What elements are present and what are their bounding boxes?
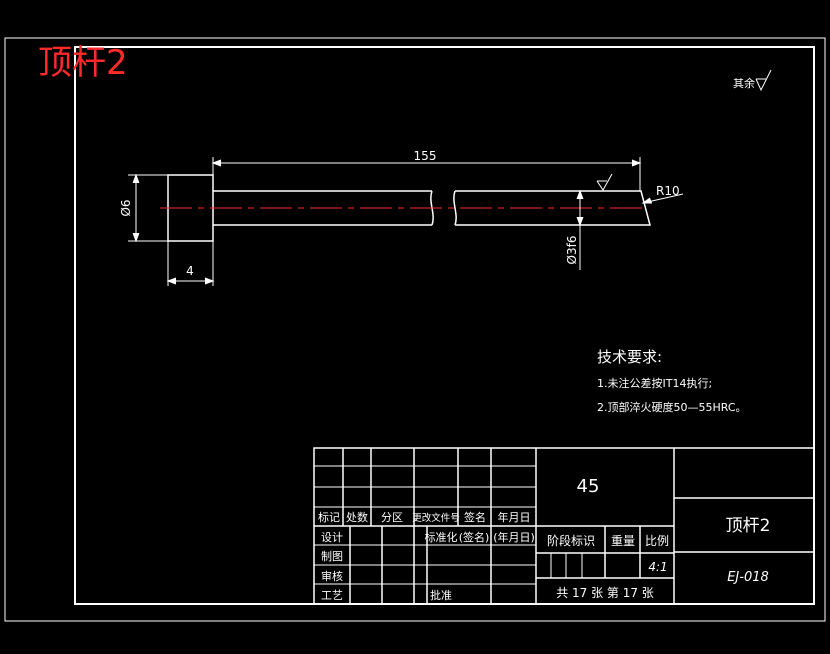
header-title: 顶杆2 <box>38 43 128 83</box>
outer-border <box>4 37 826 622</box>
dim-shaft-diameter-label: Ø3f6 <box>565 236 579 265</box>
dim-head-length <box>166 241 215 286</box>
part-name: 顶杆2 <box>726 516 771 536</box>
header-mark: 标记 <box>318 510 340 524</box>
header-change-doc: 更改文件号 <box>412 512 460 524</box>
header-date: 年月日 <box>498 510 531 524</box>
dim-head-length-label: 4 <box>186 264 194 278</box>
approve-label: 批准 <box>430 588 452 602</box>
dim-length-label: 155 <box>414 149 437 163</box>
role-design: 设计 <box>321 531 343 544</box>
roughness-symbol-icon <box>755 69 772 92</box>
dim-tip-radius-label: R10 <box>656 184 680 198</box>
sign-label: (签名) <box>459 530 490 544</box>
scale-value: 4:1 <box>648 560 667 574</box>
sheet-count: 共 17 张 第 17 张 <box>556 586 654 600</box>
dim-head-diameter-label: Ø6 <box>119 199 133 216</box>
dim-shaft-diameter <box>576 189 584 270</box>
weight-label: 重量 <box>611 534 635 548</box>
standardization-label: 标准化 <box>425 530 458 544</box>
header-signature: 签名 <box>464 510 486 524</box>
dim-tip-radius <box>641 193 684 204</box>
surface-finish-note: 其余 <box>733 76 755 90</box>
ratio-label: 比例 <box>645 534 669 548</box>
dim-head-diameter <box>128 173 168 243</box>
tech-req-heading: 技术要求: <box>597 348 662 366</box>
tech-req-item-1: 1.未注公差按IT14执行; <box>597 376 712 390</box>
role-draft: 制图 <box>321 550 343 563</box>
shaft-right <box>453 190 651 226</box>
stage-mark-label: 阶段标识 <box>547 533 595 548</box>
drawing-number: EJ-018 <box>727 570 769 585</box>
role-review: 审核 <box>321 569 343 583</box>
role-process: 工艺 <box>321 589 343 602</box>
shaft-roughness-icon <box>596 173 613 191</box>
tech-req-item-2: 2.顶部淬火硬度50—55HRC。 <box>597 400 747 414</box>
dim-length <box>211 157 642 191</box>
header-zone: 分区 <box>381 511 403 524</box>
date-label: (年月日) <box>493 530 535 544</box>
header-count: 处数 <box>346 511 368 524</box>
title-block <box>313 447 815 605</box>
material-value: 45 <box>577 476 600 497</box>
